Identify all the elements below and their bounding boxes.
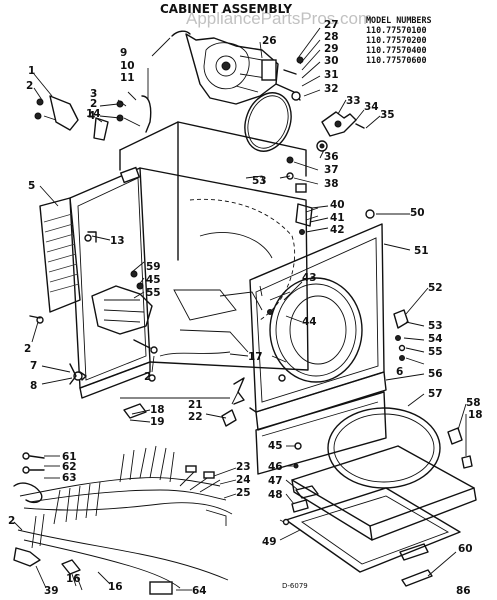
callout-label: 55: [146, 287, 161, 299]
callout-label: 64: [192, 585, 207, 597]
callout-label: 21: [188, 399, 203, 411]
callout-label: 6: [396, 366, 403, 378]
callout-label: 50: [410, 207, 425, 219]
page-number: 86: [456, 585, 471, 597]
model-number: 110.77570100: [366, 25, 427, 35]
model-number: 110.77570200: [366, 35, 427, 45]
callout-label: 10: [120, 60, 135, 72]
callout-label: 63: [62, 472, 77, 484]
callout-numbers: 1 2 2 2 2 3 4 5 6 7 8 9 10 11 13 14 16 1…: [8, 19, 483, 597]
callout-label: 58: [466, 397, 481, 409]
callout-label: 27: [324, 19, 339, 31]
callout-label: 54: [428, 333, 443, 345]
callout-label: 14: [86, 108, 101, 120]
model-numbers-block: MODEL NUMBERS 110.77570100 110.77570200 …: [366, 15, 432, 65]
callout-label: 23: [236, 461, 251, 473]
callout-label: 32: [324, 83, 339, 95]
callout-label: 31: [324, 69, 339, 81]
callout-label: 33: [346, 95, 361, 107]
callout-label: 48: [268, 489, 283, 501]
callout-label: 53: [428, 320, 443, 332]
left-hardware: [29, 95, 245, 427]
callout-label: 25: [236, 487, 251, 499]
callout-label: 38: [324, 178, 339, 190]
callout-label: 2: [26, 80, 33, 92]
callout-label: 52: [428, 282, 443, 294]
watermark: AppliancePartsPros.com: [186, 9, 372, 28]
model-numbers-heading: MODEL NUMBERS: [366, 15, 432, 25]
callout-label: 51: [414, 245, 429, 257]
model-number: 110.77570600: [366, 55, 427, 65]
toe-panel: [255, 391, 387, 475]
callout-label: 16: [66, 573, 81, 585]
callout-label: 61: [62, 451, 77, 463]
callout-label: 45: [146, 274, 161, 286]
callout-label: 26: [262, 35, 277, 47]
callout-label: 47: [268, 475, 283, 487]
right-hardware: [286, 156, 409, 361]
front-panel: [249, 223, 387, 431]
callout-label: 18: [150, 404, 165, 416]
callout-label: 59: [146, 261, 161, 273]
callout-label: 29: [324, 43, 339, 55]
callout-label: 2: [24, 343, 31, 355]
diagram-title: CABINET ASSEMBLY: [160, 2, 292, 16]
callout-label: 39: [44, 585, 59, 597]
callout-label: 28: [324, 31, 339, 43]
callout-label: 36: [324, 151, 339, 163]
callout-label: 41: [330, 212, 345, 224]
callout-label: 56: [428, 368, 443, 380]
callout-label: 57: [428, 388, 443, 400]
callout-label: 60: [458, 543, 473, 555]
callout-label: 3: [90, 88, 97, 100]
callout-label: 9: [120, 47, 127, 59]
callout-label: 30: [324, 55, 339, 67]
callout-label: 2: [144, 371, 151, 383]
callout-label: 5: [28, 180, 35, 192]
callout-label: 8: [30, 380, 37, 392]
callout-label: 22: [188, 411, 203, 423]
callout-label: 35: [380, 109, 395, 121]
wiring-harness: [13, 445, 233, 595]
callout-label: 7: [30, 360, 37, 372]
callout-label: 24: [236, 474, 251, 486]
callout-label: 16: [108, 581, 123, 593]
callout-label: 49: [262, 536, 277, 548]
callout-label: 44: [302, 316, 317, 328]
callout-label: 62: [62, 461, 77, 473]
callout-label: 11: [120, 72, 135, 84]
callout-label: 37: [324, 164, 339, 176]
callout-label: 46: [268, 461, 283, 473]
leader-lines: [13, 27, 467, 591]
callout-label: 19: [150, 416, 165, 428]
callout-label: 55: [428, 346, 443, 358]
callout-label: 2: [8, 515, 15, 527]
callout-label: 2: [90, 98, 97, 110]
callout-label: 4: [88, 110, 95, 122]
callout-label: 17: [248, 351, 263, 363]
side-louver-panel: [39, 197, 81, 313]
callout-label: 53: [252, 175, 267, 187]
callout-label: 1: [28, 65, 35, 77]
callout-label: 13: [110, 235, 125, 247]
model-number: 110.77570400: [366, 45, 427, 55]
figure-code: D-6079: [282, 582, 308, 590]
base-and-seal: [282, 407, 477, 587]
callout-label: 43: [302, 272, 317, 284]
callout-label: 45: [268, 440, 283, 452]
callout-label: 34: [364, 101, 379, 113]
callout-label: 40: [330, 199, 345, 211]
callout-label: 18: [468, 409, 483, 421]
callout-label: 42: [330, 224, 345, 236]
motor-assembly: [171, 30, 365, 152]
